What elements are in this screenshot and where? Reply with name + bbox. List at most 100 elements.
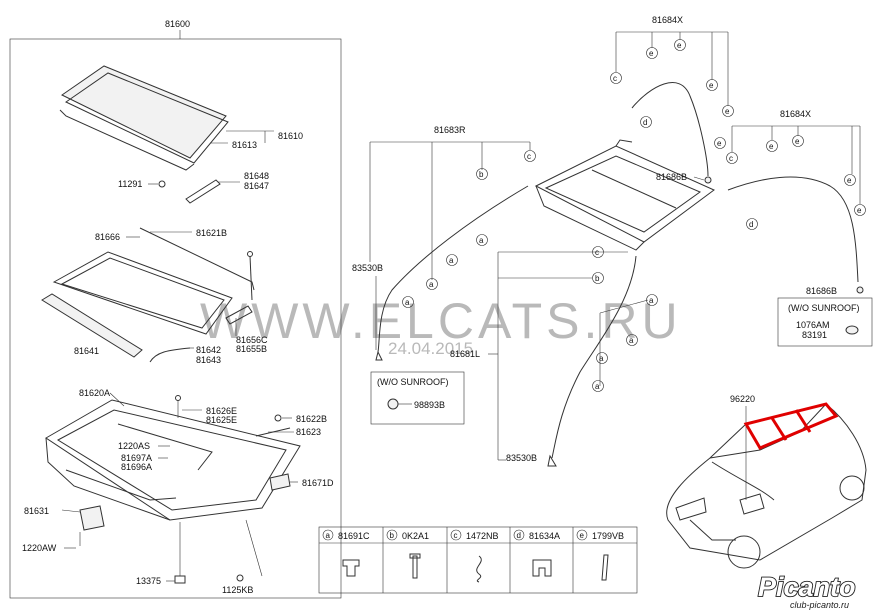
- svg-text:e: e: [677, 41, 682, 50]
- svg-text:c: c: [527, 152, 531, 161]
- part-hose-lower-label[interactable]: 83530B: [506, 453, 537, 463]
- svg-text:e: e: [769, 142, 774, 151]
- part-deflector-b-label[interactable]: 81696A: [121, 462, 152, 472]
- svg-text:e: e: [725, 107, 730, 116]
- svg-text:e: e: [649, 49, 654, 58]
- part-front-drain-label[interactable]: 81683R: [434, 125, 466, 135]
- part-grommet-b-label[interactable]: 81686B: [806, 286, 837, 296]
- svg-text:d: d: [643, 118, 647, 127]
- watermark-date: 24.04.2015: [388, 339, 473, 358]
- part-drive-label[interactable]: 81671D: [302, 478, 334, 488]
- logo-site: club-picanto.ru: [790, 600, 849, 610]
- legend-letter: b: [390, 531, 395, 540]
- part-drain-right-label[interactable]: 81684X: [780, 109, 811, 119]
- picanto-logo: Picanto club-picanto.ru: [757, 571, 856, 610]
- part-clip-a-label[interactable]: 81622B: [296, 414, 327, 424]
- no-sunroof-left-part[interactable]: 98893B: [414, 400, 445, 410]
- legend-part-number: 81691C: [338, 531, 370, 541]
- bracket-part[interactable]: [185, 179, 221, 204]
- legend-item-d[interactable]: d 81634A: [513, 529, 560, 577]
- front-drain-hose-group: 81683R 83530B (W/O SUNROOF) 98893B: [352, 125, 531, 425]
- legend-letter: e: [580, 531, 585, 540]
- part-rail-c-label[interactable]: 81623: [296, 427, 321, 437]
- svg-text:a: a: [595, 382, 600, 391]
- part-nut-label[interactable]: 13375: [136, 576, 161, 586]
- part-trim-strip-label[interactable]: 81641: [74, 346, 99, 356]
- guide-cable[interactable]: [149, 347, 191, 363]
- drain-top-hose[interactable]: [631, 82, 709, 177]
- legend-part-number: 81634A: [529, 531, 560, 541]
- legend-item-e[interactable]: e 1799VB: [576, 529, 624, 581]
- part-drain-top-label[interactable]: 81684X: [652, 15, 683, 25]
- part-rear-drain-label[interactable]: 81681L: [450, 349, 480, 359]
- legend-letter-circle: [322, 529, 334, 541]
- legend-item-a[interactable]: a 81691C: [322, 529, 370, 577]
- part-screw-label[interactable]: 11291: [118, 179, 142, 189]
- part-bolt-label[interactable]: 1220AS: [118, 441, 150, 451]
- part-hose-upper-label[interactable]: 83530B: [352, 263, 383, 273]
- legend-letter-circle: [450, 529, 462, 541]
- part-bracket-b-label[interactable]: 81647: [244, 181, 269, 191]
- motor-unit[interactable]: [79, 505, 105, 531]
- no-sunroof-right-label[interactable]: (W/O SUNROOF): [788, 303, 860, 313]
- sunroof-glass[interactable]: [59, 65, 229, 171]
- part-motor-label[interactable]: 81631: [24, 506, 49, 516]
- part-guide-c-label[interactable]: 81656C: [236, 335, 268, 345]
- rear-drain-hose[interactable]: [551, 255, 637, 459]
- drain-top-group: 81684X: [615, 15, 729, 177]
- part-guide-a-label[interactable]: 81642: [196, 345, 221, 355]
- part-rail-a-label[interactable]: 81626E: [206, 406, 237, 416]
- trim-strip-part[interactable]: [41, 293, 143, 358]
- plug-part[interactable]: [387, 398, 399, 410]
- part-guide-b-label[interactable]: 81643: [196, 355, 221, 365]
- svg-text:e: e: [847, 176, 852, 185]
- svg-text:a: a: [599, 354, 604, 363]
- svg-text:a: a: [429, 280, 434, 289]
- legend-part-number: 1799VB: [592, 531, 624, 541]
- legend-letter-circle: [576, 529, 588, 541]
- part-bracket-a-label[interactable]: 81648: [244, 171, 269, 181]
- spring-clip-icon: [476, 555, 482, 583]
- part-glass-seal-label[interactable]: 81613: [232, 140, 257, 150]
- front-drain-hose[interactable]: [377, 185, 529, 353]
- drive-unit[interactable]: [269, 473, 291, 491]
- legend-letter: d: [517, 531, 521, 540]
- part-glass-label[interactable]: 81610: [278, 131, 303, 141]
- sunroof-housing[interactable]: [534, 139, 715, 251]
- part-guide-d-label[interactable]: 81655B: [236, 344, 267, 354]
- svg-text:a: a: [649, 296, 654, 305]
- cable-tie-icon: [409, 553, 421, 579]
- drain-right-hose[interactable]: [727, 176, 859, 283]
- legend-letter: c: [454, 531, 458, 540]
- part-fastener-label[interactable]: 1125KB: [222, 585, 253, 595]
- no-sunroof-left-label[interactable]: (W/O SUNROOF): [377, 377, 449, 387]
- sunroof-frame[interactable]: [45, 399, 301, 521]
- svg-text:b: b: [479, 170, 484, 179]
- part-grommet-a-label[interactable]: 81686B: [656, 172, 687, 182]
- sunroof-assembly-panel: 81600 81610 81613 11291 81648 81647 8166…: [9, 19, 342, 599]
- part-roof-label[interactable]: 96220: [730, 394, 755, 404]
- part-rail-b-label[interactable]: 81625E: [206, 415, 237, 425]
- svg-text:c: c: [729, 154, 733, 163]
- part-deflector-a-label[interactable]: 81697A: [121, 453, 152, 463]
- roof-highlight: [743, 402, 839, 450]
- part-frame-label[interactable]: 81620A: [79, 388, 110, 398]
- assembly-label[interactable]: 81600: [165, 19, 190, 29]
- bracket-clip-icon: [532, 559, 552, 577]
- legend-letter: a: [326, 531, 331, 540]
- svg-text:b: b: [595, 274, 600, 283]
- svg-text:e: e: [795, 137, 800, 146]
- no-sunroof-right-part-a[interactable]: 1076AM: [796, 320, 830, 330]
- no-sunroof-right-part-b[interactable]: 83191: [802, 330, 827, 340]
- plug-right-part[interactable]: [845, 325, 859, 335]
- svg-text:a: a: [479, 236, 484, 245]
- sunshade-frame[interactable]: [52, 227, 255, 335]
- drain-right-group: 81684X 81686B (W/O SUNROOF) 1076AM 83191: [727, 109, 873, 347]
- part-motor-bolt-label[interactable]: 1220AW: [22, 543, 57, 553]
- part-frame-top-label[interactable]: 81621B: [196, 228, 227, 238]
- legend-letter-circle: [513, 529, 525, 541]
- part-sunshade-label[interactable]: 81666: [95, 232, 120, 242]
- svg-text:c: c: [595, 248, 599, 257]
